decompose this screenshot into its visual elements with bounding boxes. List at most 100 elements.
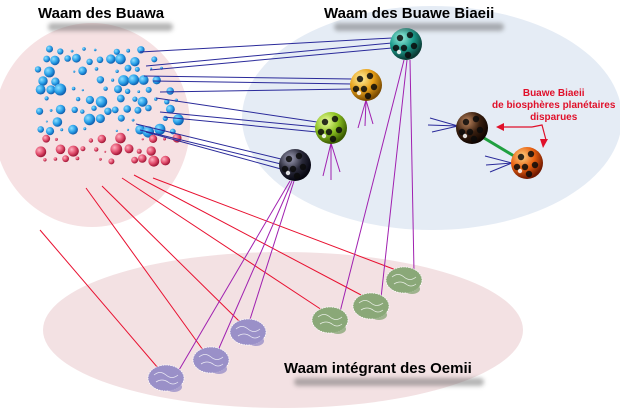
sphere-spot xyxy=(404,51,412,59)
blue-particle xyxy=(131,118,135,122)
blue-particle xyxy=(82,47,86,51)
red-particle xyxy=(42,134,51,143)
blue-link xyxy=(145,131,282,170)
blue-particle xyxy=(104,107,112,116)
blue-link-stub xyxy=(489,162,513,173)
title-buawa-shadow xyxy=(48,23,173,31)
blue-particle xyxy=(71,106,78,114)
sphere-highlight xyxy=(517,168,523,174)
red-particle xyxy=(160,155,171,166)
blue-particle xyxy=(106,54,116,64)
sphere-spot xyxy=(352,85,360,93)
blue-particle xyxy=(115,129,118,132)
brain-cerebellum xyxy=(166,382,182,392)
red-particle xyxy=(163,137,166,141)
brain-icon xyxy=(385,266,423,294)
sphere-spot xyxy=(329,135,337,143)
blue-particle xyxy=(128,74,140,86)
blue-link xyxy=(139,37,393,53)
sphere-spot xyxy=(525,170,533,178)
brain-folds xyxy=(317,314,343,327)
red-link xyxy=(85,187,204,351)
sphere-spot xyxy=(476,126,484,134)
blue-link-stub xyxy=(431,125,459,133)
blue-particle xyxy=(154,123,166,135)
blue-link-stub xyxy=(427,124,459,127)
blue-particle xyxy=(43,55,51,63)
brain-icon xyxy=(311,306,349,334)
blue-link xyxy=(159,111,318,128)
blue-particle xyxy=(60,128,64,132)
sphere-spot xyxy=(462,118,470,126)
sphere-spot xyxy=(513,163,521,171)
blue-particle xyxy=(166,104,175,114)
blue-particle xyxy=(73,70,76,73)
sphere-spot xyxy=(531,161,539,169)
sphere-spot xyxy=(356,75,364,83)
blue-particle xyxy=(152,76,161,85)
blue-particle xyxy=(123,105,131,113)
sphere-spot xyxy=(517,153,525,161)
blue-particle xyxy=(64,55,71,62)
purple-link-stub xyxy=(357,99,367,129)
brain-cerebellum xyxy=(330,324,346,334)
sphere-spot xyxy=(366,72,374,80)
blue-particle xyxy=(96,76,105,84)
blue-particle xyxy=(70,49,74,53)
blue-particle xyxy=(50,55,60,66)
blue-particle xyxy=(124,88,131,95)
blue-particle xyxy=(150,67,153,70)
blue-link xyxy=(149,47,393,71)
blue-link-stub xyxy=(429,117,459,127)
blue-particle xyxy=(137,90,141,93)
blue-particle xyxy=(126,48,131,53)
blue-particle xyxy=(57,48,64,55)
blue-particle xyxy=(138,75,149,85)
sphere-spot xyxy=(360,85,368,93)
blue-particle xyxy=(130,57,140,67)
brain-folds xyxy=(198,354,224,367)
purple-link xyxy=(171,180,291,383)
annotation-arrows xyxy=(496,123,548,148)
red-particle xyxy=(35,146,47,158)
blue-particle xyxy=(46,85,56,95)
blue-particle xyxy=(71,86,76,91)
red-particle xyxy=(141,138,144,141)
blue-particle xyxy=(96,56,104,64)
annotation-line-2: de biosphères planétaires xyxy=(492,100,616,111)
brain-folds xyxy=(153,372,179,385)
sphere-spot xyxy=(410,42,418,50)
brain-icon xyxy=(192,346,230,374)
brain-cerebellum xyxy=(404,284,420,294)
blue-particle xyxy=(54,83,67,96)
blue-particle xyxy=(132,96,138,102)
blue-particle xyxy=(111,106,119,114)
sphere-highlight xyxy=(356,90,362,96)
green-sphere xyxy=(315,112,347,144)
sphere-highlight xyxy=(285,170,291,176)
blue-particle xyxy=(35,84,46,95)
blue-particle xyxy=(113,48,120,55)
title-buawa: Waam des Buawa xyxy=(38,5,165,22)
red-particle xyxy=(80,146,86,152)
red-particle xyxy=(110,143,123,156)
annotation-line-1: Buawe Biaeii xyxy=(522,88,585,99)
blue-particle xyxy=(118,75,130,87)
purple-link xyxy=(212,180,293,363)
extinct-orange-sphere xyxy=(511,147,543,179)
blue-particle xyxy=(44,96,49,101)
blue-particle xyxy=(83,113,96,126)
blue-particle xyxy=(44,66,55,78)
blue-particle xyxy=(145,104,152,112)
spheres-group xyxy=(279,28,543,181)
red-particle xyxy=(94,147,99,152)
blue-particle xyxy=(117,114,125,122)
blue-link-stub xyxy=(485,162,513,166)
sphere-spot xyxy=(472,115,480,123)
red-particle xyxy=(75,156,80,161)
title-oemii-shadow xyxy=(294,378,484,386)
red-particle xyxy=(115,132,126,144)
arrow-head-left-icon xyxy=(496,123,504,131)
dark-sphere xyxy=(279,149,311,181)
